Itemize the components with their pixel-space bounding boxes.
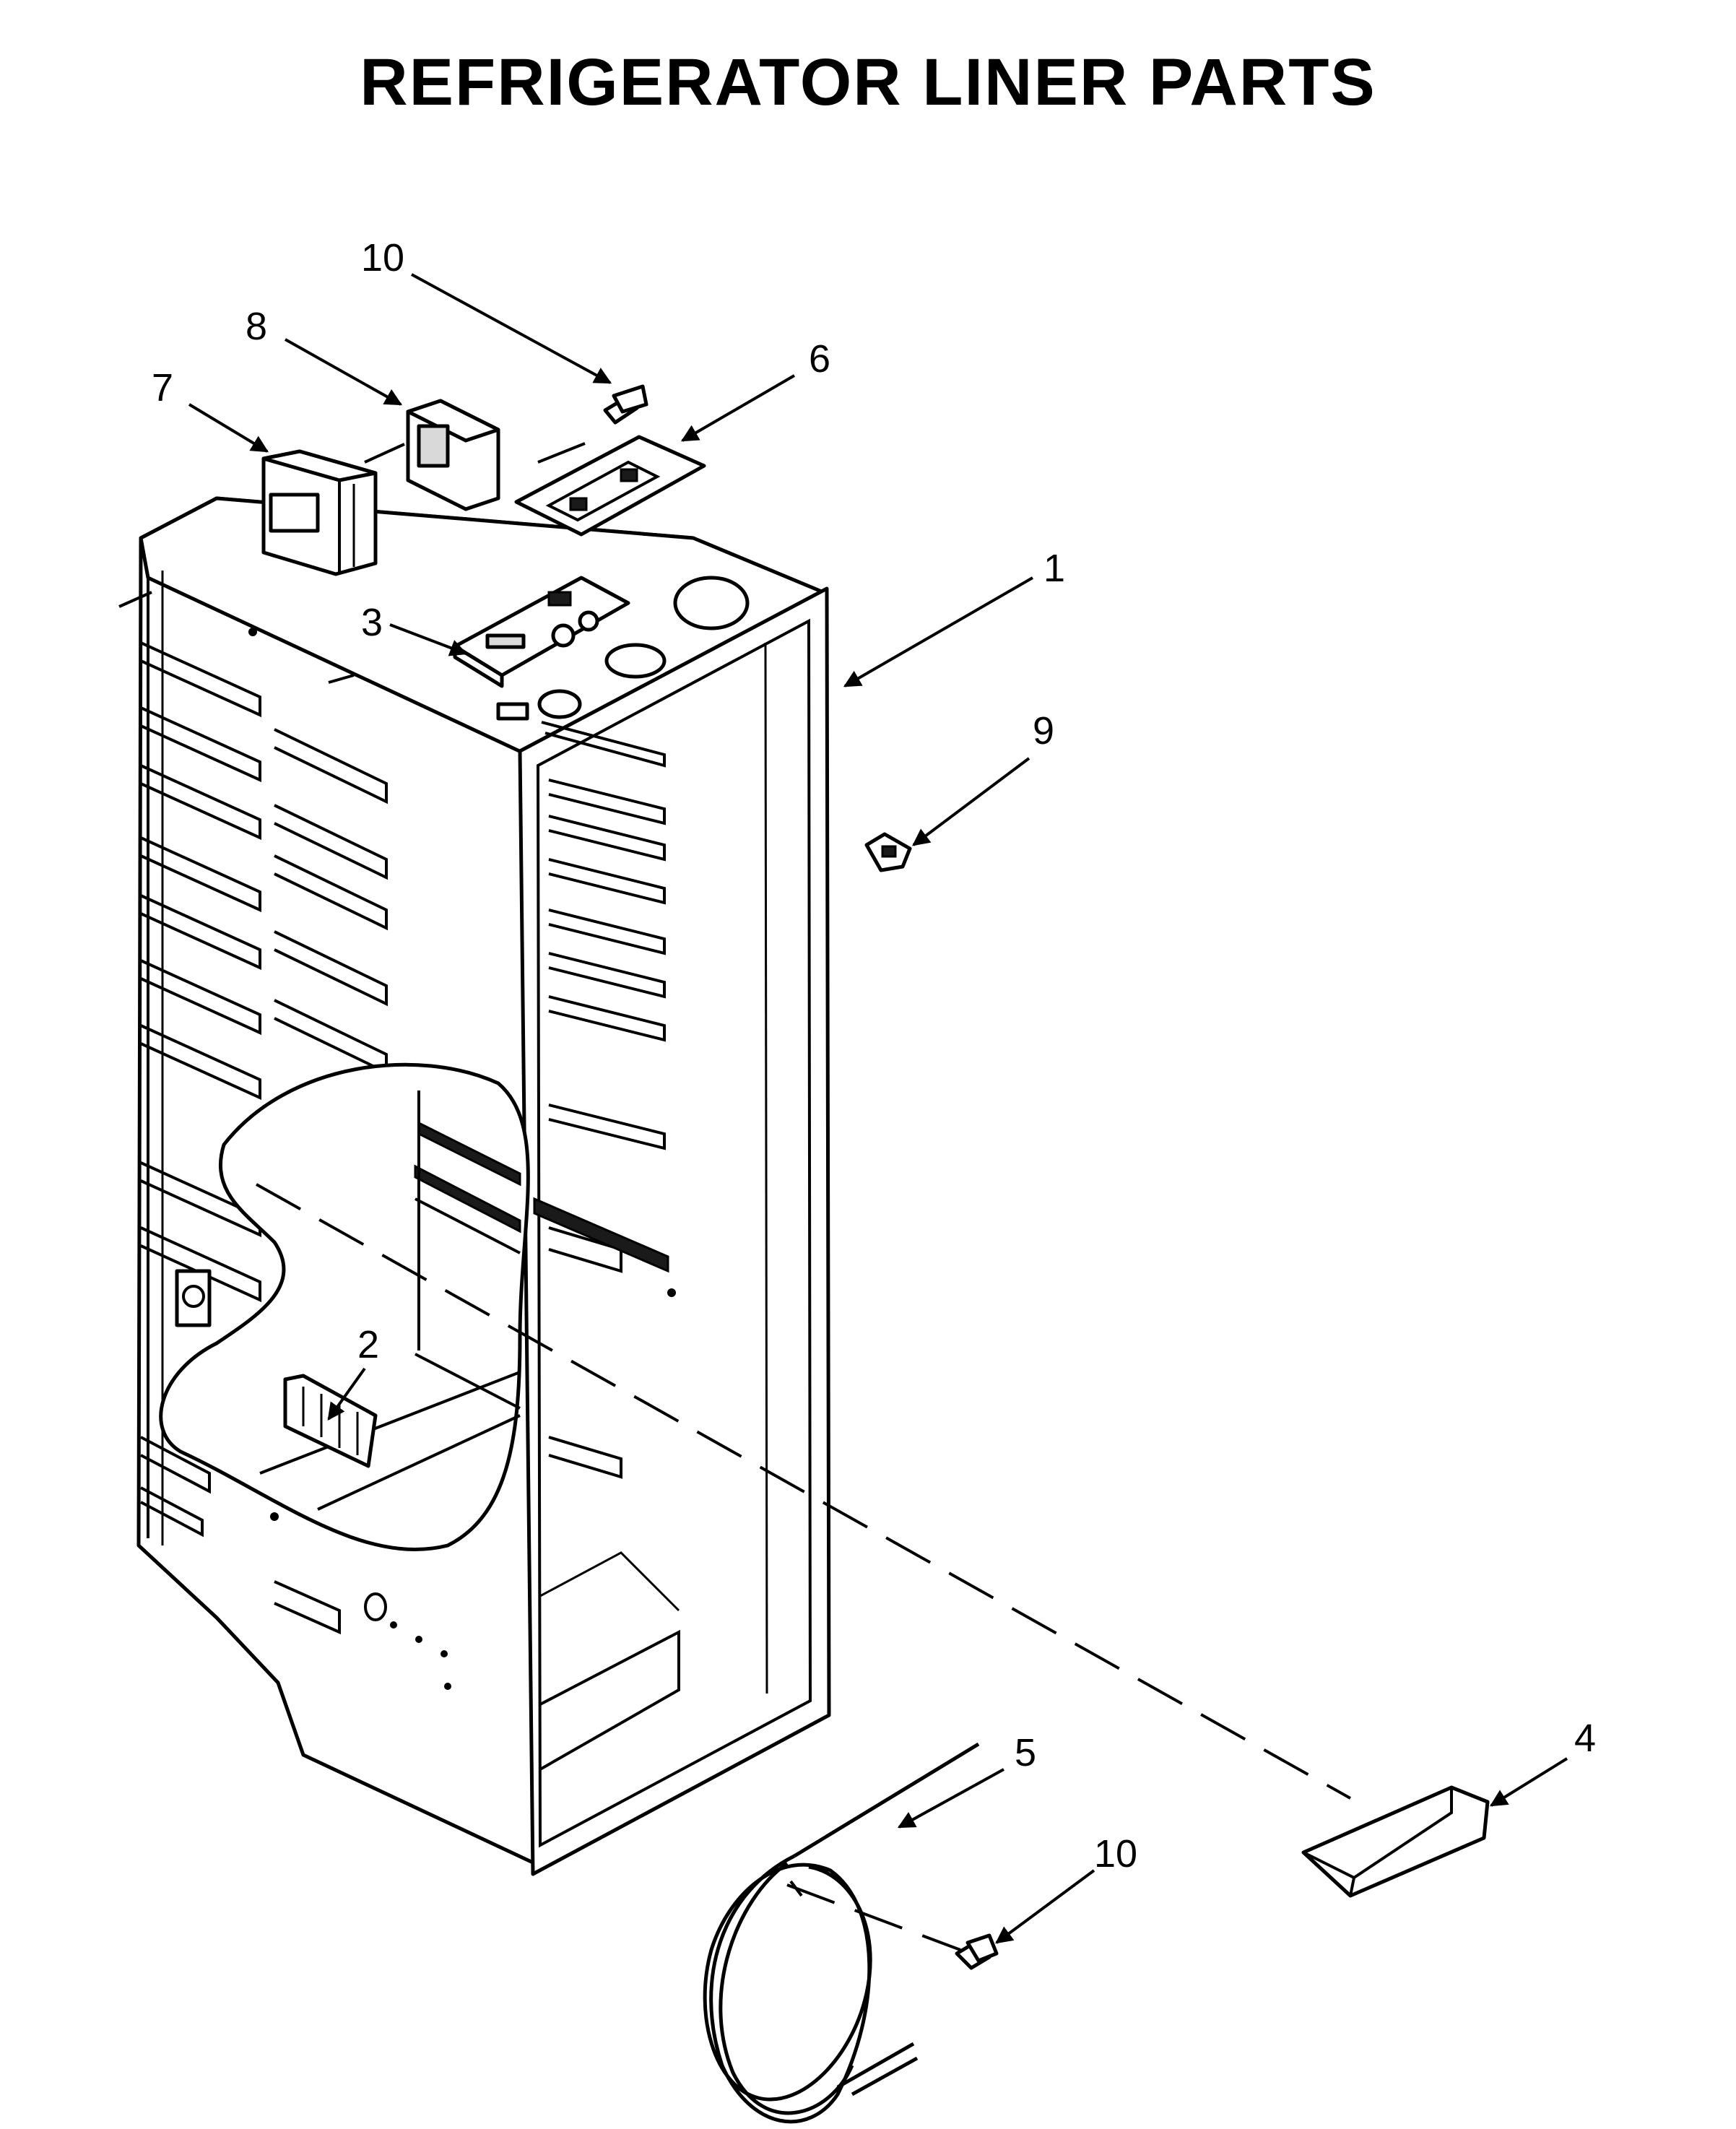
callout-6: 6 bbox=[809, 337, 830, 381]
part-4-light-cover bbox=[1301, 1785, 1490, 1898]
page-title: REFRIGERATOR LINER PARTS bbox=[360, 45, 1376, 119]
left-shelf-ribs bbox=[140, 641, 388, 1635]
part-7-housing bbox=[261, 449, 378, 576]
alignment-lines bbox=[256, 439, 1351, 1951]
part-2-grille bbox=[283, 1374, 378, 1468]
callout-9: 9 bbox=[1033, 709, 1054, 753]
part-10-screw-bottom bbox=[955, 1933, 999, 1970]
callout-4: 4 bbox=[1574, 1717, 1596, 1760]
part-6-bracket bbox=[514, 435, 706, 537]
callout-10-top: 10 bbox=[361, 236, 404, 279]
callout-3: 3 bbox=[361, 601, 383, 644]
part-10-screw-top bbox=[603, 384, 648, 425]
part-9-clip bbox=[864, 832, 912, 872]
part-8-module bbox=[406, 399, 500, 511]
right-shelf-ribs bbox=[541, 721, 666, 1479]
callout-1: 1 bbox=[1043, 547, 1065, 590]
leader-arrows bbox=[188, 273, 1568, 1944]
callout-5: 5 bbox=[1015, 1731, 1036, 1774]
callout-10-bottom: 10 bbox=[1094, 1832, 1137, 1876]
liner-part-1 bbox=[136, 496, 831, 1876]
callout-8: 8 bbox=[246, 305, 267, 348]
callout-7: 7 bbox=[152, 366, 173, 409]
callout-2: 2 bbox=[357, 1323, 379, 1366]
part-5-water-tube bbox=[703, 1742, 980, 2124]
